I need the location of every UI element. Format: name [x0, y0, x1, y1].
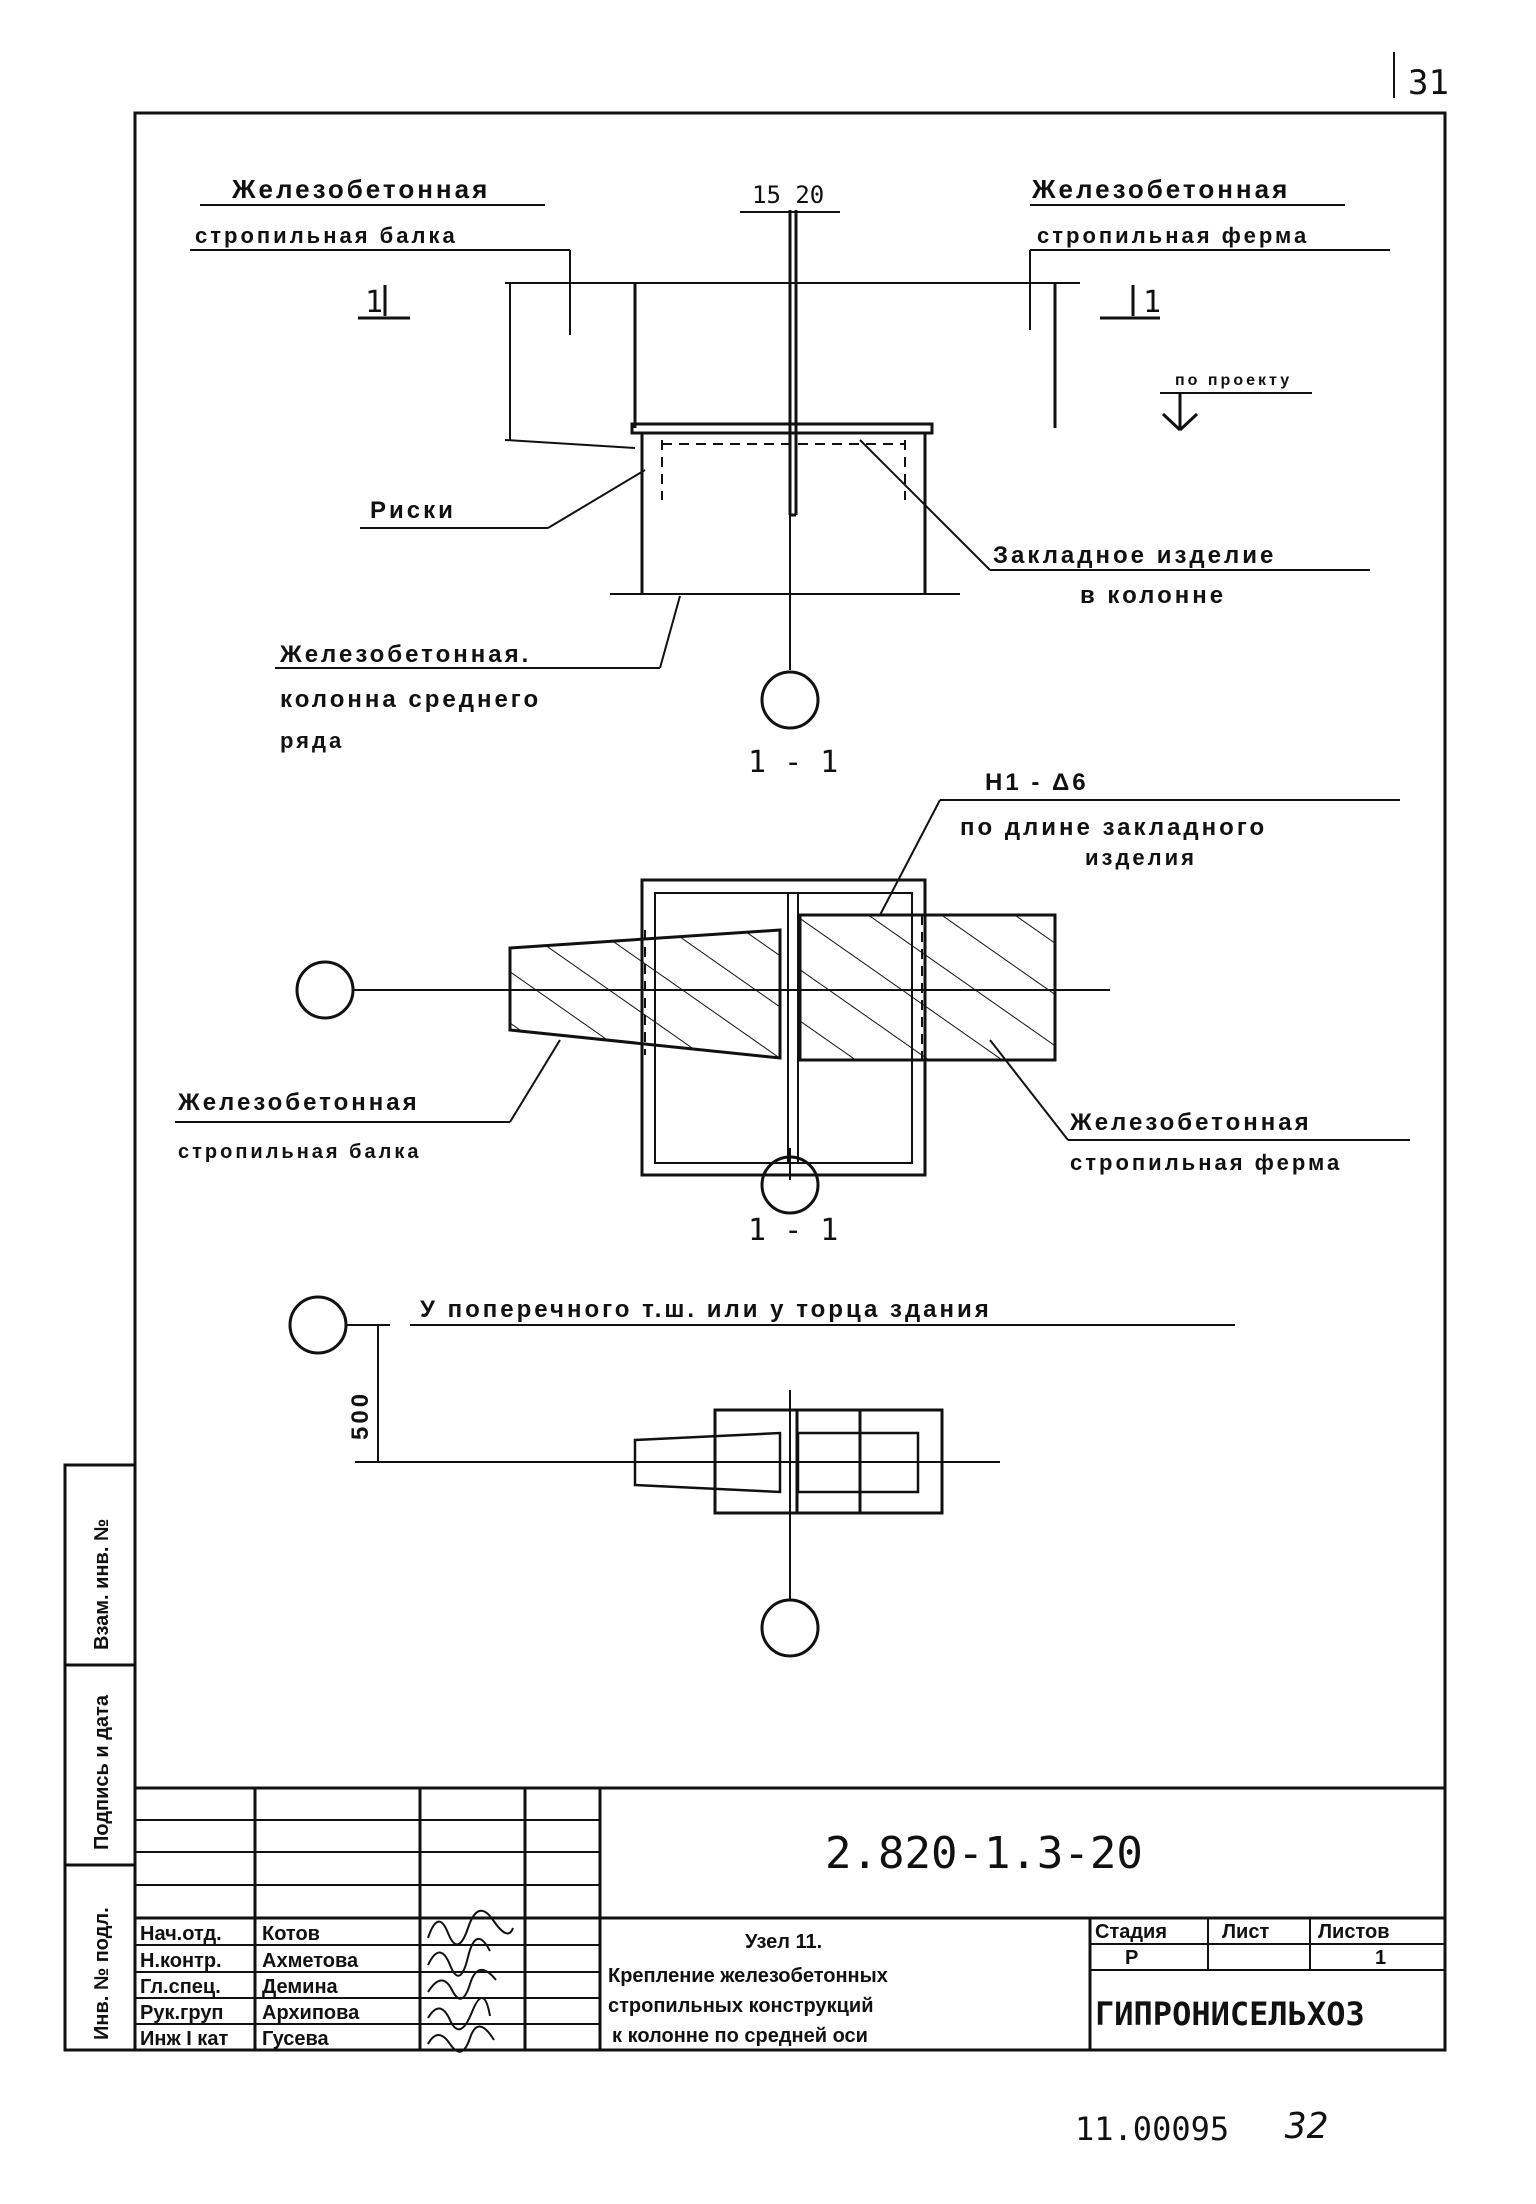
plan-note: У поперечного т.ш. или у торца здания	[420, 1296, 992, 1323]
name-2: Ахметова	[262, 1950, 359, 1972]
beam-section	[508, 928, 782, 1060]
weld-label-2: по длине закладного	[960, 814, 1267, 841]
name-5: Гусева	[262, 2028, 329, 2050]
beam-label-2: стропильная балка	[178, 1141, 421, 1163]
embedded-plate-top	[630, 422, 934, 435]
truss-label-1: Железобетонная	[1069, 1109, 1312, 1136]
title-line-2: Крепление железобетонных	[608, 1965, 888, 1987]
side-stamp-inv-replace: Взам. инв. №	[91, 1519, 113, 1650]
sheets-value: 1	[1375, 1947, 1386, 1969]
stage-value: Р	[1125, 1947, 1138, 1969]
truss-label-2: стропильная ферма	[1070, 1150, 1342, 1175]
title-line-4: к колонне по средней оси	[612, 2025, 868, 2047]
role-2: Н.контр.	[140, 1950, 222, 1972]
level-note: по проекту	[1175, 372, 1292, 389]
top-label-right-1: Железобетонная	[1031, 174, 1290, 204]
axis-marker-top	[760, 670, 820, 730]
role-5: Инж I кат	[140, 2028, 228, 2050]
organization: ГИПРОНИСЕЛЬХОЗ	[1095, 1995, 1365, 2033]
weld-label-1: Н1 - Δ6	[985, 769, 1089, 796]
name-3: Демина	[262, 1976, 339, 1998]
column-label-1: Железобетонная.	[279, 641, 531, 668]
weld-label-3: изделия	[1085, 845, 1197, 870]
sheet-number-top: 31	[1408, 63, 1449, 103]
section-view: 1 - 1 Н1 - Δ6 по длине закладного издели…	[175, 745, 1410, 1215]
side-stamp-inv-orig: Инв. № подл.	[91, 1907, 113, 2040]
section-mark-left: 1	[365, 285, 383, 320]
column-label-3: ряда	[280, 728, 344, 753]
side-stamp: Инв. № подл. Подпись и дата Взам. инв. №	[63, 1463, 137, 2052]
name-1: Котов	[262, 1923, 320, 1945]
stage-header: Стадия	[1095, 1921, 1167, 1943]
gap-dimension: 15 20	[752, 181, 824, 209]
title-line-3: стропильных конструкций	[608, 1995, 874, 2017]
plan-dim: 500	[347, 1391, 374, 1440]
sheet-number-bottom: 32	[1284, 2106, 1328, 2147]
side-stamp-sign-date: Подпись и дата	[91, 1694, 113, 1850]
signature-1	[427, 1909, 514, 1946]
sheets-header: Листов	[1318, 1921, 1390, 1943]
plan-title: 1 - 1	[748, 1213, 838, 1248]
axis-marker-plan-bottom	[760, 1598, 820, 1658]
column-label-2: колонна среднего	[280, 686, 541, 713]
plan-view: 1 - 1 У поперечного т.ш. или у торца зда…	[288, 1213, 1235, 1658]
role-1: Нач.отд.	[140, 1923, 222, 1945]
signature-3	[427, 1969, 497, 2000]
sheet-header: Лист	[1222, 1921, 1269, 1943]
top-label-left-2: стропильная балка	[195, 223, 458, 248]
title-line-1: Узел 11.	[745, 1931, 822, 1953]
embedded-label-2: в колонне	[1080, 582, 1226, 609]
role-3: Гл.спец.	[140, 1976, 221, 1998]
riski-label: Риски	[370, 497, 456, 524]
section-mark-right: 1	[1143, 285, 1161, 320]
signature-2	[427, 1938, 491, 1977]
signature-5	[427, 2025, 495, 2053]
axis-marker-left	[295, 960, 355, 1020]
drawing-frame	[133, 111, 1447, 2052]
role-4: Рук.груп	[140, 2002, 224, 2024]
title-block: 2.820-1.3-20 Нач.отд. Н.контр. Гл.спец. …	[135, 1786, 1445, 2053]
top-label-left-1: Железобетонная	[231, 174, 490, 204]
signature-4	[427, 1997, 491, 2031]
axis-marker-plan-left	[288, 1295, 348, 1355]
truss-section	[798, 913, 1057, 1062]
name-4: Архипова	[262, 2002, 360, 2024]
axis-marker-section-bottom	[760, 1155, 820, 1215]
top-label-right-2: стропильная ферма	[1037, 223, 1309, 248]
archive-number: 11.00095	[1075, 2110, 1229, 2148]
embedded-label-1: Закладное изделие	[993, 542, 1276, 569]
top-view: Железобетонная стропильная балка 15 20 Ж…	[190, 174, 1390, 753]
drawing-code: 2.820-1.3-20	[825, 1828, 1143, 1879]
section-title: 1 - 1	[748, 745, 838, 780]
beam-label-1: Железобетонная	[177, 1089, 420, 1116]
